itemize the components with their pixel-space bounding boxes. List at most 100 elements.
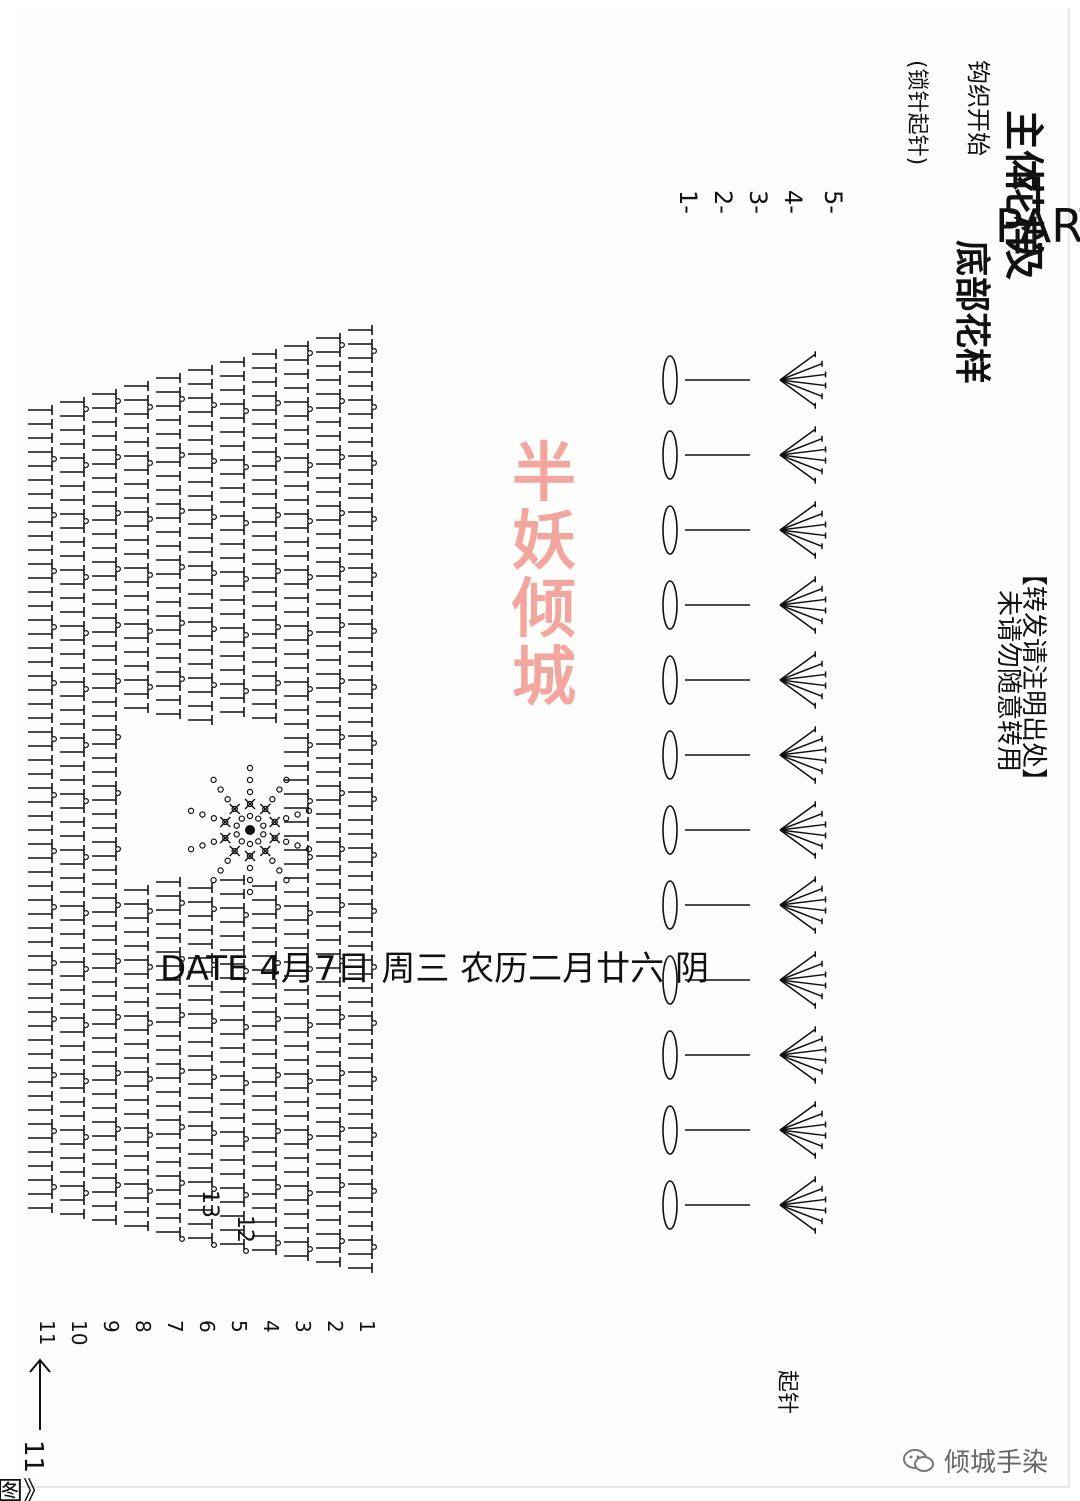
dc-stitch bbox=[316, 809, 341, 819]
dc-stitch bbox=[316, 767, 341, 777]
dc-stitch bbox=[28, 1119, 58, 1134]
dc-stitch bbox=[284, 523, 309, 533]
dc-stitch bbox=[124, 381, 149, 391]
dc-stitch bbox=[252, 1231, 282, 1246]
dc-stitch bbox=[124, 395, 154, 411]
left-row-number: 3 bbox=[291, 1320, 315, 1333]
dc-stitch bbox=[124, 997, 149, 1007]
dc-stitch bbox=[188, 953, 218, 968]
dc-stitch bbox=[60, 1041, 85, 1051]
dc-stitch bbox=[124, 633, 149, 643]
dc-stitch bbox=[348, 1249, 373, 1259]
dc-stitch bbox=[316, 515, 341, 525]
dc-stitch bbox=[188, 701, 213, 711]
dc-stitch bbox=[348, 647, 373, 657]
dc-stitch bbox=[92, 1187, 117, 1197]
shell-fan bbox=[662, 951, 827, 1009]
dc-stitch bbox=[156, 1003, 186, 1018]
dc-stitch bbox=[284, 1195, 309, 1205]
dc-stitch bbox=[316, 1005, 346, 1020]
dc-stitch bbox=[252, 1049, 277, 1059]
dc-stitch bbox=[156, 877, 181, 887]
dc-stitch bbox=[28, 839, 58, 854]
dc-stitch bbox=[60, 593, 85, 603]
dc-stitch bbox=[252, 881, 277, 891]
shell-fan bbox=[662, 726, 827, 784]
dc-stitch bbox=[156, 639, 181, 649]
dc-stitch bbox=[220, 707, 245, 717]
dc-stitch bbox=[316, 1103, 341, 1113]
dc-stitch bbox=[92, 697, 117, 707]
flower-chain-dot bbox=[276, 867, 283, 874]
dc-stitch bbox=[252, 1007, 282, 1022]
flower-chain-dot bbox=[222, 818, 229, 826]
dc-stitch bbox=[156, 1199, 181, 1209]
shell-border bbox=[662, 351, 827, 1234]
border-row-2: 2- bbox=[709, 190, 737, 214]
dc-stitch bbox=[316, 445, 346, 461]
dc-stitch bbox=[220, 539, 245, 549]
dc-stitch bbox=[188, 1191, 213, 1201]
dc-stitch bbox=[156, 373, 181, 383]
dc-stitch bbox=[348, 1039, 373, 1049]
title-line-4: 底部花样 bbox=[951, 240, 992, 384]
dc-stitch bbox=[348, 871, 373, 881]
dc-stitch bbox=[316, 557, 346, 572]
dc-stitch bbox=[348, 451, 378, 467]
dc-stitch bbox=[60, 1097, 85, 1107]
chain-loop bbox=[662, 580, 678, 630]
start-label: 起针 bbox=[774, 1370, 799, 1414]
dc-stitch bbox=[28, 825, 53, 835]
dc-stitch bbox=[316, 403, 341, 413]
dc-stitch bbox=[220, 665, 245, 675]
dc-stitch bbox=[156, 961, 181, 971]
dc-stitch bbox=[92, 851, 117, 861]
dc-stitch bbox=[220, 693, 245, 703]
dc-stitch bbox=[220, 1085, 245, 1095]
dc-stitch bbox=[60, 943, 85, 953]
dc-stitch bbox=[220, 679, 250, 694]
dc-stitch bbox=[92, 431, 117, 441]
dc-stitch bbox=[92, 515, 117, 525]
dc-stitch bbox=[124, 423, 149, 433]
dc-stitch bbox=[28, 489, 53, 499]
dc-stitch bbox=[60, 1013, 90, 1028]
flower-chain-dot bbox=[246, 876, 254, 884]
dc-stitch bbox=[60, 1125, 90, 1140]
dc-stitch bbox=[188, 589, 213, 599]
dc-stitch bbox=[92, 599, 117, 609]
flower-chain-dot bbox=[282, 815, 290, 822]
dc-stitch bbox=[348, 1263, 373, 1273]
dc-stitch bbox=[348, 409, 373, 419]
dc-stitch bbox=[316, 1173, 346, 1188]
dc-stitch bbox=[284, 1237, 314, 1252]
dc-stitch bbox=[284, 383, 309, 393]
dc-stitch bbox=[188, 1023, 213, 1033]
dc-stitch bbox=[156, 541, 181, 551]
dc-stitch bbox=[124, 1025, 149, 1035]
dc-stitch bbox=[316, 1061, 346, 1076]
dc-stitch bbox=[28, 531, 53, 541]
brand-badge: 倾城手染 bbox=[902, 1442, 1048, 1479]
dc-stitch bbox=[60, 915, 85, 925]
border-row-3: 3- bbox=[744, 190, 772, 214]
dc-stitch bbox=[316, 711, 341, 721]
flower-chain-dot bbox=[255, 838, 262, 845]
dc-stitch bbox=[348, 1165, 373, 1175]
dc-stitch bbox=[60, 663, 85, 673]
dc-stitch bbox=[60, 495, 85, 505]
dc-stitch bbox=[348, 759, 373, 769]
dc-stitch bbox=[124, 703, 149, 713]
dc-stitch bbox=[188, 673, 218, 688]
dc-stitch bbox=[348, 1053, 373, 1063]
dc-stitch bbox=[284, 1223, 309, 1233]
dc-stitch bbox=[188, 505, 218, 520]
dc-stitch bbox=[156, 1101, 181, 1111]
dc-stitch bbox=[220, 959, 250, 974]
dc-stitch bbox=[124, 1109, 149, 1119]
dc-stitch bbox=[284, 425, 309, 435]
dc-stitch bbox=[316, 1131, 341, 1141]
dc-stitch bbox=[252, 531, 277, 541]
